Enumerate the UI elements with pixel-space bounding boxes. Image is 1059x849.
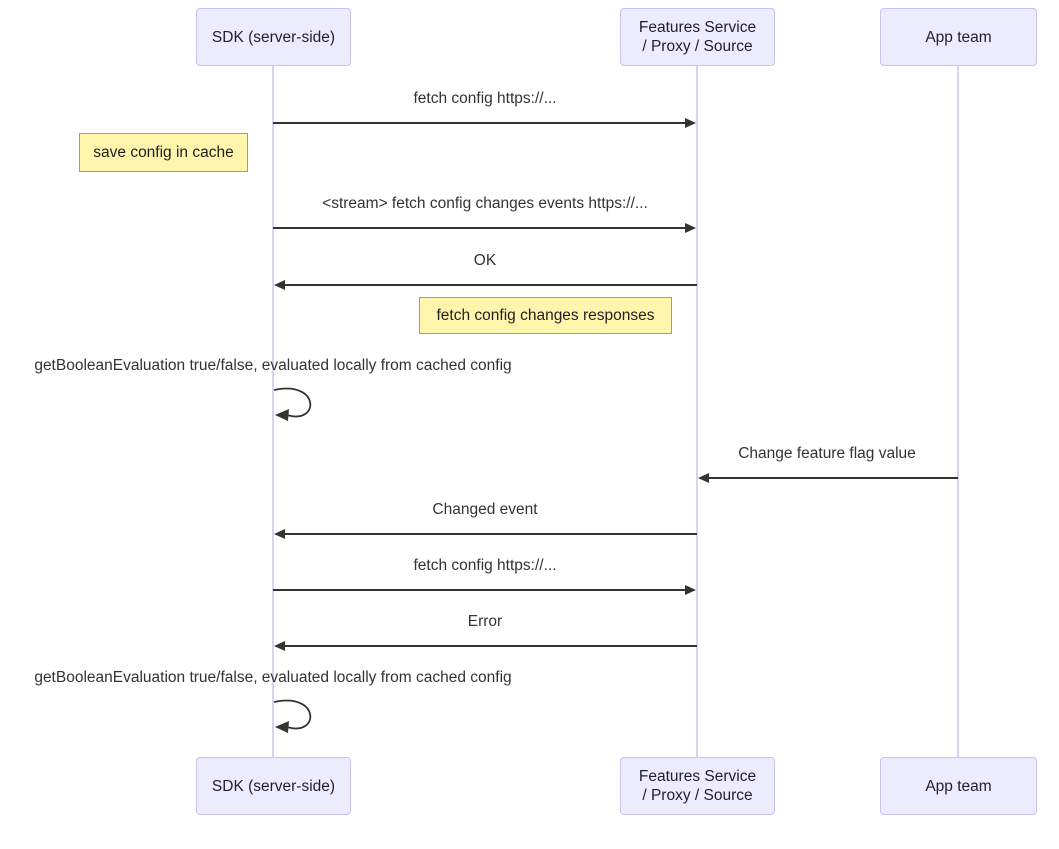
actor-box-sdk-top: SDK (server-side) [196, 8, 351, 66]
message-label-changed-event: Changed event [432, 501, 538, 518]
actor-label-app-team: App team [925, 28, 992, 46]
actor-label-features: Features Service / Proxy / Source [638, 768, 757, 804]
arrowhead-right-icon [685, 585, 696, 595]
arrowhead-left-icon [274, 529, 285, 539]
actor-label-sdk: SDK (server-side) [211, 777, 336, 795]
note-save-config-in-cache: save config in cache [79, 133, 248, 172]
message-label-stream-fetch: <stream> fetch config changes events htt… [322, 195, 648, 212]
message-label-change-feature-flag: Change feature flag value [738, 445, 916, 462]
actor-label-app-team: App team [925, 777, 992, 795]
actor-box-sdk-bottom: SDK (server-side) [196, 757, 351, 815]
actor-box-features-top: Features Service / Proxy / Source [620, 8, 775, 66]
note-label: fetch config changes responses [436, 306, 655, 324]
actor-box-app-team-top: App team [880, 8, 1037, 66]
message-label-get-boolean-evaluation-1: getBooleanEvaluation true/false, evaluat… [34, 357, 512, 374]
message-line [273, 589, 686, 591]
actor-box-app-team-bottom: App team [880, 757, 1037, 815]
arrowhead-left-icon [274, 641, 285, 651]
lifeline-features-service [696, 66, 698, 757]
message-line [285, 533, 697, 535]
note-label: save config in cache [93, 143, 234, 161]
message-line [285, 645, 697, 647]
message-label-ok: OK [473, 252, 497, 269]
arrowhead-left-icon [698, 473, 709, 483]
lifeline-app-team [957, 66, 959, 757]
arrowhead-right-icon [685, 223, 696, 233]
message-label-fetch-config-2: fetch config https://... [413, 557, 557, 574]
self-message-loop-icon [273, 387, 312, 421]
actor-box-features-bottom: Features Service / Proxy / Source [620, 757, 775, 815]
message-label-error: Error [467, 613, 503, 630]
lifeline-sdk [272, 66, 274, 757]
note-fetch-config-changes-responses: fetch config changes responses [419, 297, 672, 334]
message-line [285, 284, 697, 286]
message-line [273, 227, 686, 229]
message-label-get-boolean-evaluation-2: getBooleanEvaluation true/false, evaluat… [34, 669, 512, 686]
self-message-loop-icon [273, 699, 312, 733]
arrowhead-right-icon [685, 118, 696, 128]
actor-label-features: Features Service / Proxy / Source [638, 19, 757, 55]
arrowhead-left-icon [274, 280, 285, 290]
message-line [273, 122, 686, 124]
actor-label-sdk: SDK (server-side) [211, 28, 336, 46]
message-label-fetch-config-1: fetch config https://... [413, 90, 557, 107]
message-line [709, 477, 958, 479]
